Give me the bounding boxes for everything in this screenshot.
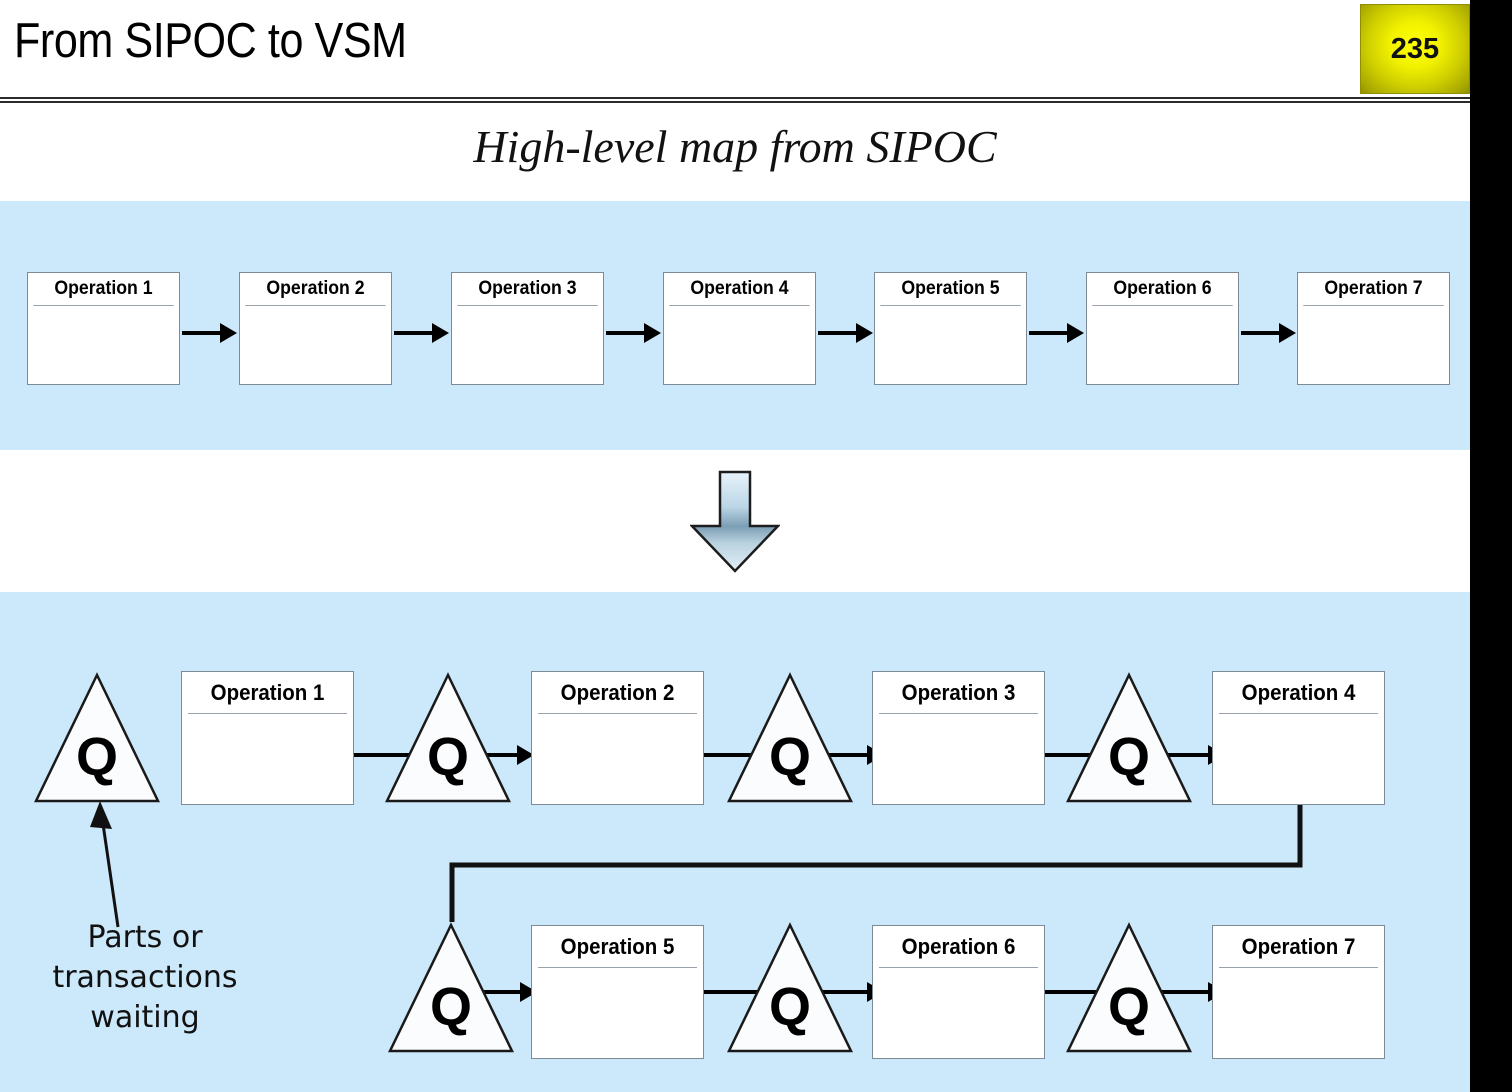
op-box-r3-6[interactable]: Operation 6 — [872, 925, 1045, 1059]
flow-arrow-r1-2 — [394, 323, 449, 343]
op-box-r1-2[interactable]: Operation 2 — [239, 272, 392, 385]
queue-triangle-a1[interactable]: Q — [33, 672, 161, 804]
down-block-arrow-icon — [689, 470, 781, 575]
op-box-title: Operation 4 — [1218, 672, 1379, 714]
page-title: From SIPOC to VSM — [14, 14, 407, 68]
callout-line-1: Parts or — [87, 920, 203, 955]
queue-label: Q — [768, 727, 811, 787]
queue-triangle-b3[interactable]: Q — [1065, 922, 1193, 1054]
slide-header: From SIPOC to VSM — [0, 0, 1470, 97]
op-box-r2-2[interactable]: Operation 2 — [531, 671, 704, 805]
flow-arrow-r1-4 — [818, 323, 873, 343]
op-box-r1-1[interactable]: Operation 1 — [27, 272, 180, 385]
queue-label: Q — [1107, 977, 1150, 1037]
queue-label: Q — [1107, 727, 1150, 787]
callout-line-3: waiting — [90, 999, 200, 1035]
queue-label: Q — [426, 727, 469, 787]
op-box-r1-3[interactable]: Operation 3 — [451, 272, 604, 385]
queue-label: Q — [768, 977, 811, 1037]
op-box-r3-7[interactable]: Operation 7 — [1212, 925, 1385, 1059]
op-box-title: Operation 2 — [245, 273, 386, 306]
op-box-title: Operation 6 — [1092, 273, 1233, 306]
op-box-title: Operation 1 — [187, 672, 348, 714]
op-box-title: Operation 2 — [537, 672, 698, 714]
flow-arrow-r1-1 — [182, 323, 237, 343]
callout-annotation: Parts or transactions waiting — [20, 918, 270, 1038]
flow-arrow-r1-3 — [606, 323, 661, 343]
op-box-r1-6[interactable]: Operation 6 — [1086, 272, 1239, 385]
slide-subtitle: High-level map from SIPOC — [473, 121, 997, 172]
op-box-title: Operation 3 — [878, 672, 1039, 714]
op-box-title: Operation 3 — [457, 273, 598, 306]
queue-triangle-a2[interactable]: Q — [384, 672, 512, 804]
op-box-r1-7[interactable]: Operation 7 — [1297, 272, 1450, 385]
op-box-r2-4[interactable]: Operation 4 — [1212, 671, 1385, 805]
flow-arrow-r1-6 — [1241, 323, 1296, 343]
op-box-r1-5[interactable]: Operation 5 — [874, 272, 1027, 385]
queue-triangle-a3[interactable]: Q — [726, 672, 854, 804]
op-box-title: Operation 7 — [1303, 273, 1444, 306]
queue-triangle-b1[interactable]: Q — [387, 922, 515, 1054]
op-box-r2-3[interactable]: Operation 3 — [872, 671, 1045, 805]
page-number-badge: 235 — [1360, 4, 1470, 94]
op-box-r1-4[interactable]: Operation 4 — [663, 272, 816, 385]
right-black-bar — [1470, 0, 1512, 1092]
op-box-title: Operation 5 — [537, 926, 698, 968]
queue-label: Q — [75, 727, 118, 787]
op-box-r3-5[interactable]: Operation 5 — [531, 925, 704, 1059]
op-box-title: Operation 4 — [669, 273, 810, 306]
callout-arrow-icon — [90, 801, 120, 928]
page-number-text: 235 — [1390, 32, 1440, 65]
op-box-title: Operation 1 — [33, 273, 174, 306]
queue-label: Q — [429, 977, 472, 1037]
queue-triangle-b2[interactable]: Q — [726, 922, 854, 1054]
op-box-title: Operation 5 — [880, 273, 1021, 306]
op-box-title: Operation 6 — [878, 926, 1039, 968]
queue-triangle-a4[interactable]: Q — [1065, 672, 1193, 804]
callout-line-2: transactions — [52, 959, 238, 995]
flow-arrow-r1-5 — [1029, 323, 1084, 343]
op-box-title: Operation 7 — [1218, 926, 1379, 968]
op-box-r2-1[interactable]: Operation 1 — [181, 671, 354, 805]
header-divider — [0, 97, 1470, 105]
